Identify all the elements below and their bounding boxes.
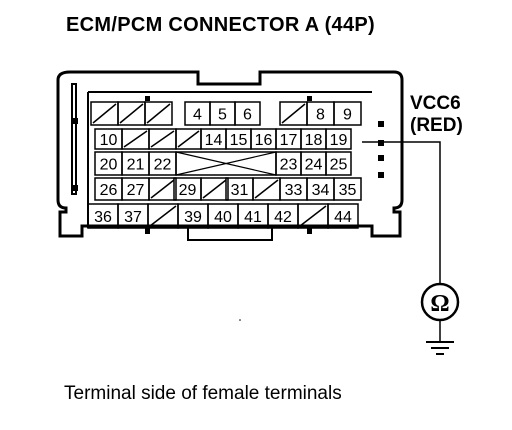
- unused-terminal-slash: [146, 103, 171, 124]
- top-key-2: [307, 96, 312, 101]
- unused-terminal-slash: [119, 103, 144, 124]
- vcc6-pin-label: VCC6 (RED): [410, 93, 463, 137]
- vcc6-name: VCC6: [410, 93, 461, 114]
- terminal-number: 15: [230, 132, 248, 149]
- blank-terminal-block: [175, 151, 277, 176]
- terminal-number: 6: [243, 107, 252, 124]
- terminal-number: 24: [305, 157, 323, 174]
- terminal-cell: [325, 128, 352, 150]
- terminal-cell: [333, 177, 362, 201]
- unused-terminal-slash: [150, 130, 175, 148]
- terminal-number: 4: [193, 107, 202, 124]
- terminal-number: 40: [214, 209, 232, 226]
- bottom-key-1: [145, 228, 150, 234]
- unused-terminal-slash: [177, 130, 200, 148]
- top-key-1: [145, 96, 150, 101]
- terminal-number: 17: [280, 132, 298, 149]
- terminal-number: 16: [255, 132, 273, 149]
- terminal-number: 10: [100, 132, 118, 149]
- terminal-number: 26: [100, 182, 118, 199]
- terminal-number: 21: [127, 157, 145, 174]
- unused-terminal-slash: [254, 179, 279, 199]
- terminal-number: 34: [312, 182, 330, 199]
- terminal-number: 35: [339, 182, 357, 199]
- terminal-number: 29: [179, 182, 197, 199]
- connector-housing: [56, 70, 404, 238]
- connector-title: ECM/PCM CONNECTOR A (44P): [66, 14, 376, 36]
- terminal-number: 20: [100, 157, 118, 174]
- unused-terminal-slash: [150, 179, 175, 199]
- terminal-cell: [148, 177, 177, 201]
- terminal-number: 22: [154, 157, 172, 174]
- terminal-number: 8: [316, 107, 325, 124]
- terminal-cell: [327, 203, 359, 229]
- left-latch-tab-top: [72, 118, 78, 124]
- terminal-number: 5: [218, 107, 227, 124]
- terminal-cell: [144, 101, 173, 126]
- left-latch-tab-bottom: [72, 185, 78, 191]
- unused-terminal-slash: [299, 205, 327, 227]
- blank-terminal-cross: [175, 151, 277, 176]
- terminal-number: 19: [330, 132, 348, 149]
- terminal-number: 9: [343, 107, 352, 124]
- terminal-number: 44: [334, 209, 352, 226]
- unused-terminal-slash: [202, 179, 227, 199]
- terminal-cell: [200, 177, 229, 201]
- ground-icon: [426, 341, 454, 355]
- terminal-number: 14: [205, 132, 223, 149]
- unused-terminal-slash: [281, 103, 306, 124]
- terminal-number: 31: [231, 182, 249, 199]
- terminal-number: 18: [305, 132, 323, 149]
- terminal-number: 23: [280, 157, 298, 174]
- left-latch: [71, 83, 77, 195]
- right-latch-tab-3: [378, 155, 384, 161]
- unused-terminal-slash: [149, 205, 177, 227]
- view-caption: Terminal side of female terminals: [64, 383, 342, 404]
- terminal-number: 27: [127, 182, 145, 199]
- right-latch-tab-4: [378, 172, 384, 178]
- stray-dot: [239, 319, 241, 321]
- terminal-cell: [234, 101, 261, 126]
- vcc6-wire-color: (RED): [410, 115, 463, 136]
- terminal-number: 42: [274, 209, 292, 226]
- ohm-icon: Ω: [430, 291, 449, 317]
- terminal-number: 33: [285, 182, 303, 199]
- terminal-number: 36: [94, 209, 112, 226]
- terminal-cell: [333, 101, 362, 126]
- terminal-number: 25: [330, 157, 348, 174]
- terminal-number: 37: [124, 209, 142, 226]
- right-latch-tab-2: [378, 140, 384, 146]
- terminal-number: 41: [244, 209, 262, 226]
- unused-terminal-slash: [92, 103, 117, 124]
- terminal-number: 39: [184, 209, 202, 226]
- connector-bottom-tab: [187, 228, 273, 241]
- unused-terminal-slash: [123, 130, 148, 148]
- probe-wire: [362, 141, 441, 284]
- bottom-key-2: [307, 228, 312, 234]
- right-latch-tab-1: [378, 121, 384, 127]
- terminal-cell: [325, 151, 352, 176]
